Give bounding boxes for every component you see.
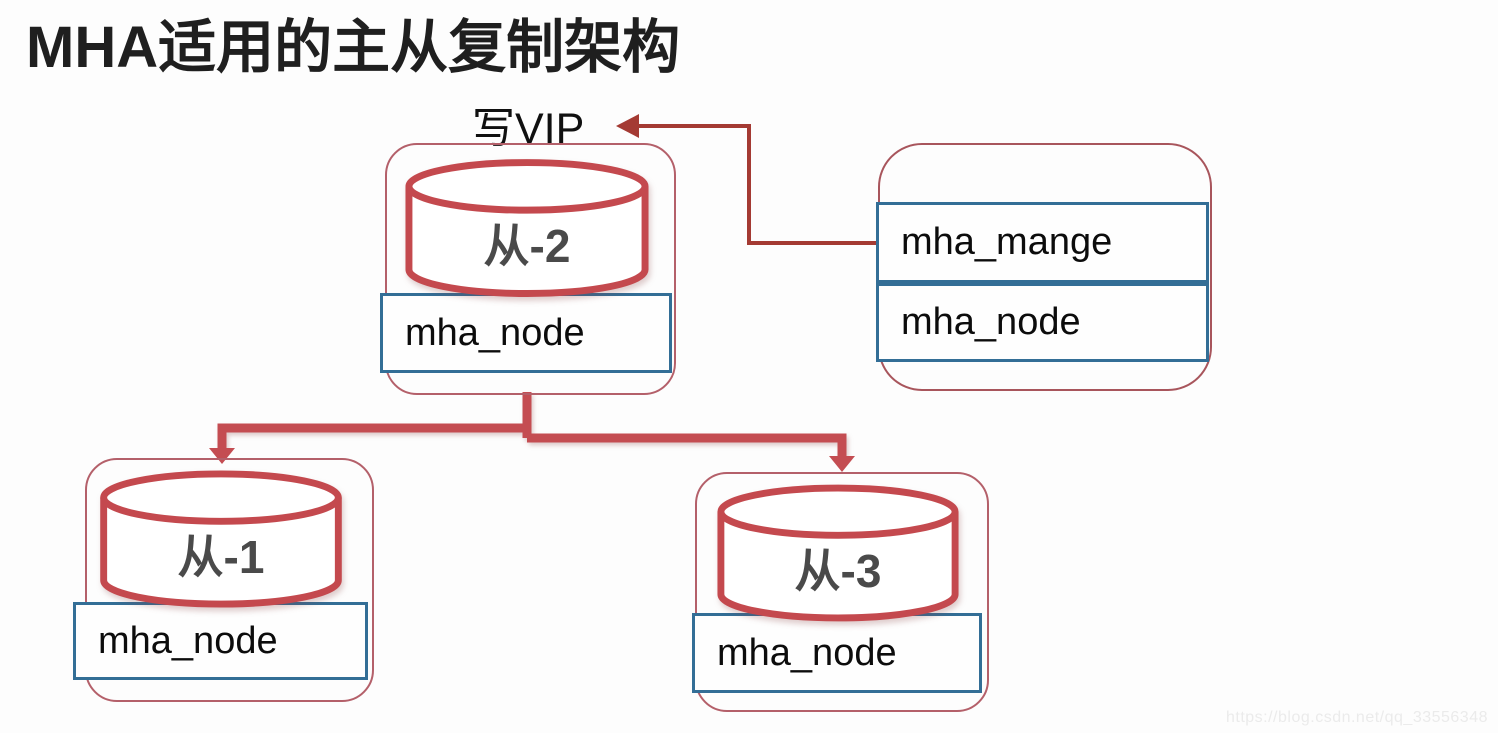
database-cylinder-icon xyxy=(100,470,342,608)
slave2-db-cylinder: 从-2 xyxy=(403,158,651,300)
manager-module-top-box: mha_mange xyxy=(876,202,1209,283)
branch-connector xyxy=(217,392,847,458)
slave1-module-label: mha_node xyxy=(98,619,278,662)
manager-module-top-label: mha_mange xyxy=(901,221,1113,263)
watermark: https://blog.csdn.net/qq_33556348 xyxy=(1225,709,1488,726)
branch-connector-left xyxy=(217,423,531,450)
page-title: MHA适用的主从复制架构 xyxy=(26,15,681,80)
slave2-db-label: 从-2 xyxy=(483,220,571,272)
slave2-module-label: mha_node xyxy=(405,311,585,354)
slave1-module-box: mha_node xyxy=(73,602,368,680)
database-cylinder-icon xyxy=(717,484,959,622)
arrowhead-down-right-icon xyxy=(829,456,855,472)
slave1-db-label: 从-1 xyxy=(177,531,265,583)
slave3-module-label: mha_node xyxy=(717,631,897,674)
slave1-db-cylinder: 从-1 xyxy=(97,470,345,610)
slave3-outline xyxy=(695,472,989,712)
slave3-db-label: 从-3 xyxy=(794,545,882,597)
write-vip-label: 写VIP xyxy=(472,105,585,153)
arrowhead-left-icon xyxy=(616,114,639,138)
branch-connector-right xyxy=(527,433,847,458)
slave3-db-cylinder: 从-3 xyxy=(715,484,961,624)
manager-module-bottom-box: mha_node xyxy=(876,283,1209,362)
slave2-module-box: mha_node xyxy=(380,293,672,373)
manager-module-bottom-label: mha_node xyxy=(901,301,1081,343)
slave3-module-box: mha_node xyxy=(692,613,982,693)
database-cylinder-icon xyxy=(405,159,649,297)
